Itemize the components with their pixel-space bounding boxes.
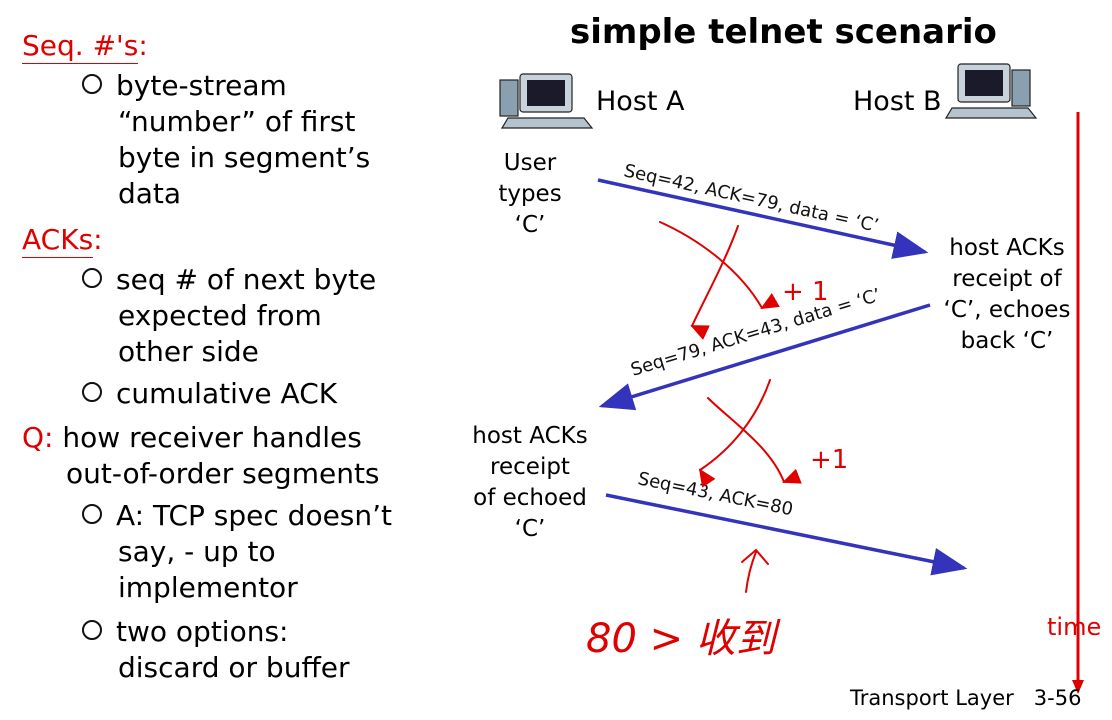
label-line: User (503, 150, 557, 176)
answer-bullet-1: A: TCP spec doesn’t (82, 498, 392, 534)
message-arrow-2 (598, 303, 931, 411)
ack-heading: ACKs (22, 223, 94, 258)
seq-bullet-line: “number” of first (118, 105, 356, 138)
label-line: ‘C’ (514, 212, 546, 238)
label-line: ‘C’, echoes (943, 297, 1071, 323)
ack-bullet-1: seq # of next byte (82, 262, 376, 298)
answer-line: discard or buffer (118, 651, 350, 684)
host-a-ack-label: host ACKs receipt of echoed ‘C’ (462, 421, 598, 545)
answer-line: A: TCP spec doesn’t (116, 499, 393, 532)
host-b-ack-label: host ACKs receipt of ‘C’, echoes back ‘C… (938, 233, 1076, 357)
host-b-label: Host B (853, 86, 942, 117)
label-line: of echoed (473, 485, 587, 511)
handwriting-up-arrow (741, 548, 769, 593)
ack-bullet-line: cumulative ACK (116, 377, 338, 410)
message-arrow-3 (605, 493, 968, 576)
diagram-title: simple telnet scenario (570, 12, 997, 52)
answer-bullet-2: two options: (82, 614, 288, 650)
seq-heading: Seq. #'s (22, 29, 139, 64)
ack-bullet-line: expected from (118, 299, 322, 332)
question-text: how receiver handles (62, 421, 362, 454)
handwriting-plus-one: +1 (810, 445, 848, 475)
handwriting-plus-one: + 1 (782, 277, 829, 307)
host-a-label: Host A (596, 86, 685, 117)
footer: Transport Layer 3-56 (850, 686, 1081, 710)
footer-page: 3-56 (1033, 686, 1082, 710)
seq-bullet-line: byte-stream (116, 69, 287, 102)
label-line: receipt of (952, 266, 1062, 292)
bullet-circle-icon (82, 74, 102, 94)
ack-bullet-line: other side (118, 335, 259, 368)
answer-line: two options: (116, 615, 289, 648)
footer-course: Transport Layer (850, 686, 1014, 710)
label-line: host ACKs (949, 235, 1065, 261)
message-label-1: Seq=42, ACK=79, data = ‘C’ (622, 160, 881, 236)
bullet-circle-icon (82, 268, 102, 288)
question-text: out-of-order segments (66, 457, 380, 490)
bullet-circle-icon (82, 620, 102, 640)
label-line: receipt (490, 454, 570, 480)
label-line: types (498, 181, 562, 207)
time-label: time (1047, 613, 1102, 641)
bullet-circle-icon (82, 504, 102, 524)
answer-line: say, - up to (118, 535, 276, 568)
user-types-label: User types ‘C’ (484, 148, 576, 241)
answer-line: implementor (118, 571, 298, 604)
ack-heading-line: ACKs: (22, 222, 103, 258)
handwriting-cross-1 (659, 221, 780, 340)
ack-bullet-line: seq # of next byte (116, 263, 377, 296)
computer-icon (499, 73, 594, 129)
seq-bullet: byte-stream (82, 68, 287, 104)
seq-colon: : (138, 29, 148, 62)
label-line: back ‘C’ (960, 328, 1054, 354)
label-line: host ACKs (472, 423, 588, 449)
time-arrowhead (1072, 680, 1084, 694)
ack-colon: : (93, 223, 103, 256)
question-prefix: Q: (22, 421, 54, 454)
question-line: Q: how receiver handles (22, 420, 362, 456)
computer-icon (944, 63, 1038, 119)
handwriting-cross-2 (698, 379, 802, 488)
handwriting-note: 80 > 收到 (586, 616, 781, 662)
message-arrow-1 (597, 178, 929, 259)
seq-heading-line: Seq. #'s: (22, 28, 148, 64)
bullet-circle-icon (82, 382, 102, 402)
ack-bullet-2: cumulative ACK (82, 376, 337, 412)
message-label-3: Seq=43, ACK=80 (636, 468, 795, 520)
seq-bullet-line: data (118, 177, 182, 210)
label-line: ‘C’ (514, 516, 546, 542)
seq-bullet-line: byte in segment’s (118, 141, 371, 174)
